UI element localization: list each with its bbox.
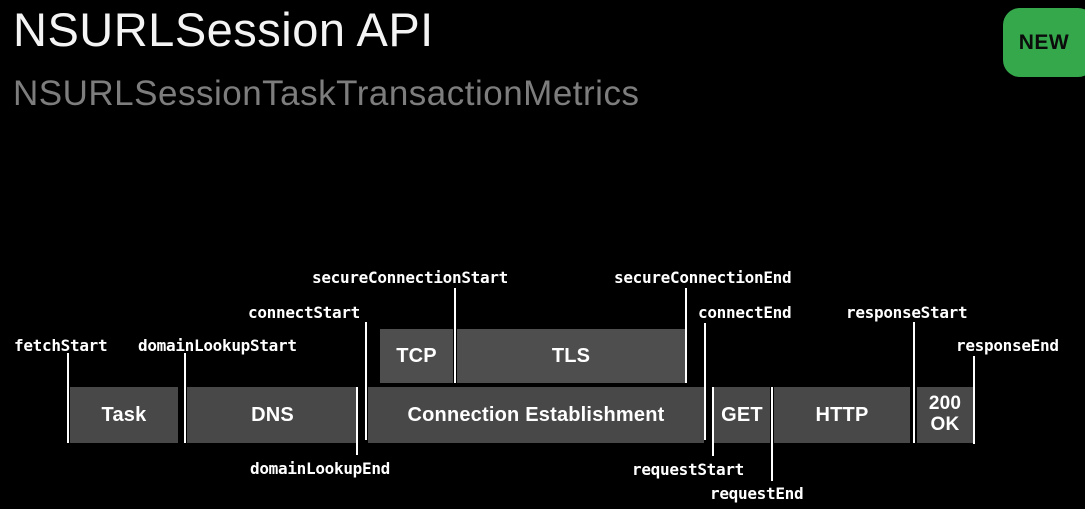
phase-box-http: HTTP bbox=[774, 387, 910, 443]
phase-box-connection-establishment: Connection Establishment bbox=[368, 387, 704, 443]
event-label-domain-lookup-start: domainLookupStart bbox=[138, 336, 297, 355]
phase-box-dns: DNS bbox=[187, 387, 358, 443]
phase-box-get-label: GET bbox=[721, 403, 763, 426]
phase-box-http-label: HTTP bbox=[815, 403, 869, 426]
page-title: NSURLSession API bbox=[13, 3, 434, 56]
tick-fetch-start bbox=[67, 353, 69, 443]
phase-box-200-ok: 200 OK bbox=[917, 387, 973, 443]
tick-request-end bbox=[771, 387, 773, 481]
phase-box-dns-label: DNS bbox=[251, 403, 294, 426]
tick-request-start bbox=[712, 387, 714, 456]
event-label-domain-lookup-end: domainLookupEnd bbox=[250, 459, 390, 478]
event-label-connect-start: connectStart bbox=[248, 303, 360, 322]
tick-secure-connection-start bbox=[454, 288, 456, 383]
tick-connect-end bbox=[704, 323, 706, 440]
new-badge: NEW bbox=[1003, 8, 1085, 77]
tick-response-start bbox=[913, 322, 915, 443]
event-label-request-end: requestEnd bbox=[710, 484, 804, 503]
status-text: OK bbox=[930, 414, 960, 435]
event-label-secure-connection-start: secureConnectionStart bbox=[312, 268, 508, 287]
event-label-response-end: responseEnd bbox=[956, 336, 1059, 355]
tick-domain-lookup-end bbox=[356, 387, 358, 455]
phase-box-task: Task bbox=[70, 387, 178, 443]
phase-box-tcp: TCP bbox=[380, 329, 453, 383]
phase-box-connection-establishment-label: Connection Establishment bbox=[407, 403, 665, 426]
tick-connect-start bbox=[365, 322, 367, 440]
new-badge-label: NEW bbox=[1018, 30, 1070, 54]
event-label-connect-end: connectEnd bbox=[698, 303, 792, 322]
page-subtitle: NSURLSessionTaskTransactionMetrics bbox=[13, 74, 640, 113]
phase-box-tls: TLS bbox=[457, 329, 685, 383]
phase-box-task-label: Task bbox=[101, 403, 147, 426]
phase-box-tls-label: TLS bbox=[551, 344, 591, 367]
tick-response-end bbox=[973, 356, 975, 444]
event-label-response-start: responseStart bbox=[846, 303, 968, 322]
status-code: 200 bbox=[928, 393, 962, 415]
phase-box-get: GET bbox=[714, 387, 770, 443]
tick-domain-lookup-start bbox=[184, 353, 186, 443]
event-label-fetch-start: fetchStart bbox=[14, 336, 108, 355]
tick-secure-connection-end bbox=[685, 288, 687, 383]
phase-box-200-ok-label: 200 OK bbox=[928, 393, 962, 436]
event-label-secure-connection-end: secureConnectionEnd bbox=[614, 268, 792, 287]
phase-box-tcp-label: TCP bbox=[396, 344, 437, 367]
event-label-request-start: requestStart bbox=[632, 460, 744, 479]
